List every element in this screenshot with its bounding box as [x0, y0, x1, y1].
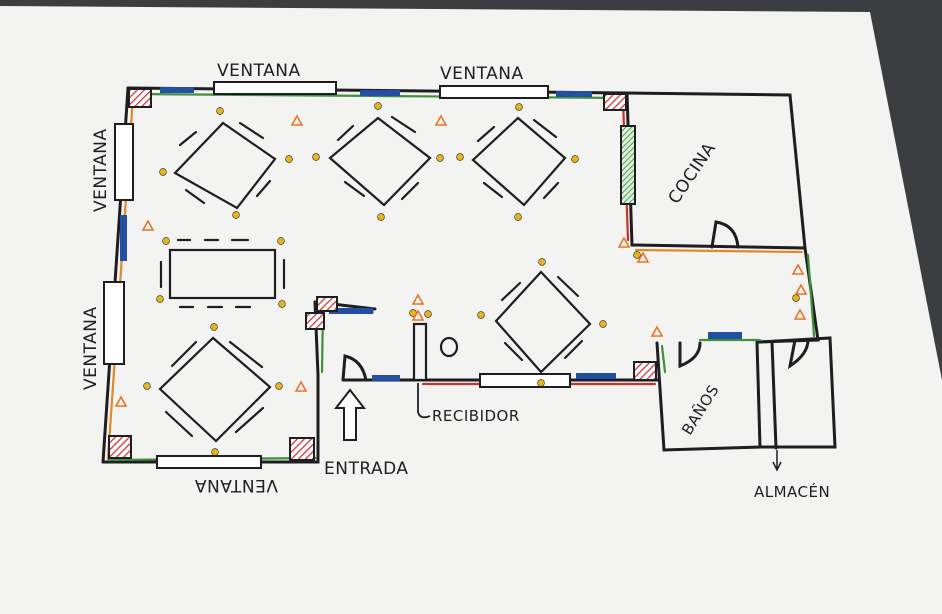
light-point-icon	[456, 153, 464, 161]
column-icon	[603, 93, 627, 111]
almacen-pointer	[772, 450, 782, 472]
light-point-icon	[538, 258, 546, 266]
light-point-icon	[514, 213, 522, 221]
detectors	[114, 114, 808, 407]
column-icon	[305, 312, 325, 330]
triangle-detector-icon	[294, 380, 308, 392]
light-point-icon	[211, 448, 219, 456]
light-point-icon	[143, 382, 151, 390]
diamond-table	[173, 121, 277, 210]
triangle-detector-icon	[791, 263, 805, 275]
label-entrada: ENTRADA	[324, 459, 409, 479]
triangle-detector-icon	[290, 114, 304, 126]
label-ventana-top-right: VENTANA	[440, 64, 524, 84]
diamond-table	[328, 116, 432, 207]
light-point-icon	[232, 211, 240, 219]
light-point-icon	[477, 311, 485, 319]
light-point-icon	[210, 323, 218, 331]
label-ventana-top-left: VENTANA	[217, 61, 301, 81]
light-point-icon	[633, 251, 641, 259]
triangle-detector-icon	[411, 293, 425, 305]
triangle-detector-icon	[434, 114, 448, 126]
triangle-detector-icon	[114, 395, 128, 407]
triangle-detector-icon	[650, 325, 664, 337]
reception-counter	[412, 322, 428, 382]
label-ventana-left-upper: VENTANA	[91, 128, 111, 212]
light-point-icon	[216, 107, 224, 115]
light-point-icon	[377, 213, 385, 221]
label-recibidor: RECIBIDOR	[432, 407, 520, 425]
triangle-detector-icon	[636, 251, 650, 263]
light-point-icon	[159, 168, 167, 176]
label-ventana-bottom: VENTANA	[194, 475, 278, 495]
light-point-icon	[571, 155, 579, 163]
light-point-icon	[599, 320, 607, 328]
column-icon	[289, 437, 315, 461]
diamond-table	[158, 336, 272, 443]
columns	[108, 88, 657, 461]
triangle-detector-icon	[793, 308, 807, 320]
light-point-icon	[537, 379, 545, 387]
column-icon	[316, 296, 338, 312]
recibidor-pointer	[417, 383, 431, 419]
triangle-detector-icon	[794, 283, 808, 295]
light-points	[143, 102, 800, 456]
light-point-icon	[156, 295, 164, 303]
column-icon	[108, 435, 132, 459]
window-frames	[103, 81, 636, 469]
light-point-icon	[374, 102, 382, 110]
light-point-icon	[436, 154, 444, 162]
diamond-table	[471, 116, 567, 207]
light-point-icon	[515, 103, 523, 111]
label-almacen: ALMACÉN	[754, 482, 830, 501]
light-point-icon	[162, 237, 170, 245]
light-point-icon	[792, 294, 800, 302]
light-point-icon	[278, 300, 286, 308]
light-point-icon	[312, 153, 320, 161]
light-point-icon	[275, 382, 283, 390]
triangle-detector-icon	[411, 309, 425, 321]
light-point-icon	[277, 237, 285, 245]
light-point-icon	[424, 310, 432, 318]
rectangular-table	[168, 248, 277, 300]
triangle-detector-icon	[141, 219, 155, 231]
label-ventana-left-lower: VENTANA	[81, 306, 101, 390]
up-arrow-icon	[333, 388, 367, 441]
triangle-detector-icon	[617, 236, 631, 248]
diamond-table	[494, 270, 592, 374]
tables	[158, 115, 592, 443]
reception-stool	[439, 336, 459, 358]
column-icon	[128, 88, 152, 108]
column-icon	[633, 361, 657, 381]
light-point-icon	[285, 155, 293, 163]
